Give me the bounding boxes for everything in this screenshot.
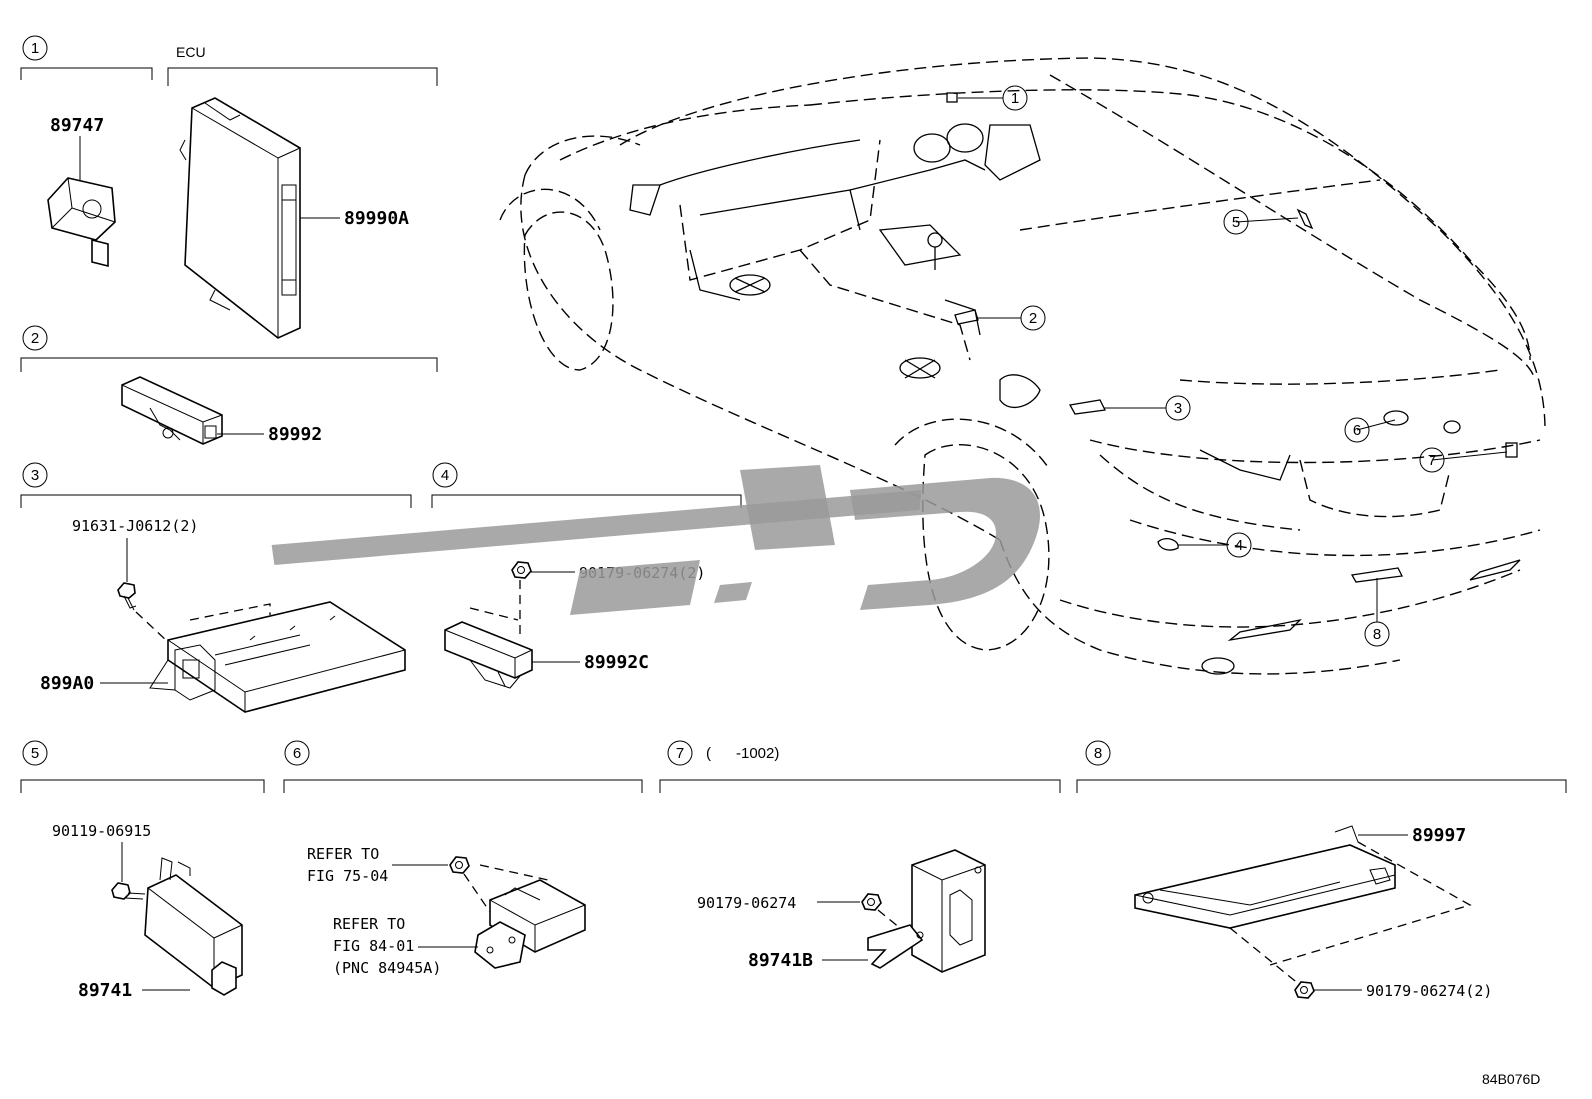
- refer-fig84-line1: REFER TO: [333, 915, 405, 933]
- part-89990A-label: 89990A: [344, 208, 409, 229]
- car-callout-1: 1: [1002, 85, 1028, 111]
- svg-text:1: 1: [1011, 90, 1019, 107]
- part-91631-label: 91631-J0612(2): [72, 517, 198, 535]
- vehicle-illustration: 1 2 3 4 5 6 7 8: [499, 57, 1546, 675]
- section-6-number: 6: [293, 745, 301, 762]
- part-89747-label: 89747: [50, 115, 104, 136]
- part-89992-label: 89992: [268, 424, 322, 445]
- part-90119-label: 90119-06915: [52, 822, 151, 840]
- svg-text:8: 8: [1373, 626, 1381, 643]
- part-89747-sensor: [47, 177, 116, 268]
- section-8-number: 8: [1094, 745, 1102, 762]
- part-899A0-module: [149, 601, 406, 713]
- part-90179-8-label: 90179-06274(2): [1366, 982, 1492, 1000]
- svg-text:2: 2: [1029, 310, 1037, 327]
- svg-text:7: 7: [1428, 452, 1436, 469]
- svg-text:5: 5: [1232, 214, 1240, 231]
- part-89997-label: 89997: [1412, 825, 1466, 846]
- section-5: 5 90119-06915 89741: [20, 740, 265, 1001]
- section-6: 6 REFER TO FIG 75-04 REFER TO FIG 84-01 …: [283, 740, 643, 977]
- section-1-number: 1: [31, 40, 39, 57]
- refer-fig75-line2: FIG 75-04: [307, 867, 388, 885]
- nut-90179-icon: [511, 561, 532, 579]
- bolt-91631-icon: [117, 582, 137, 611]
- section-7-note: ( -1002): [706, 745, 779, 762]
- part-89741-receiver: [144, 857, 243, 996]
- part-89992-antenna: [121, 376, 223, 445]
- refer-fig84-line3: (PNC 84945A): [333, 959, 441, 977]
- part-90179-label: 90179-06274: [697, 894, 796, 912]
- car-callout-3: 3: [1165, 395, 1191, 421]
- section-5-number: 5: [31, 745, 39, 762]
- nut-fig75-icon: [449, 856, 470, 874]
- section-3-number: 3: [31, 467, 39, 484]
- svg-text:6: 6: [1353, 422, 1361, 439]
- section-8: 8 89997 90179-06274(2): [1076, 740, 1567, 1000]
- figure-code: 84B076D: [1482, 1071, 1540, 1087]
- section-ecu: ECU 89990A: [167, 44, 438, 339]
- section-4-number: 4: [441, 467, 449, 484]
- car-callout-2: 2: [1020, 305, 1046, 331]
- section-7: 7 ( -1002) 90179-06274 89741B: [659, 740, 1061, 973]
- svg-text:4: 4: [1235, 537, 1243, 554]
- part-89992C-antenna: [444, 621, 533, 689]
- refer-fig84-line2: FIG 84-01: [333, 937, 414, 955]
- section-3: 3 91631-J0612(2) 899A0: [20, 462, 412, 713]
- nut-90179-8-icon: [1294, 981, 1315, 999]
- part-89992C-label: 89992C: [584, 652, 649, 673]
- part-89741B-label: 89741B: [748, 950, 813, 971]
- car-callout-7: 7: [1419, 447, 1445, 473]
- ecu-label: ECU: [176, 44, 206, 60]
- car-callout-4: 4: [1226, 532, 1252, 558]
- section-2-number: 2: [31, 330, 39, 347]
- part-fig84-unit: [474, 879, 586, 969]
- section-7-number: 7: [676, 745, 684, 762]
- part-89990A-ecu: [179, 97, 301, 339]
- nut-90179-single-icon: [861, 893, 882, 911]
- section-2: 2 89992: [20, 325, 438, 445]
- car-callout-5: 5: [1223, 209, 1249, 235]
- car-callout-6: 6: [1344, 417, 1370, 443]
- part-899A0-label: 899A0: [40, 673, 94, 694]
- section-1: 1 89747: [20, 35, 153, 268]
- car-callout-8: 8: [1364, 621, 1390, 647]
- watermark-logo: [271, 465, 1040, 615]
- svg-text:3: 3: [1174, 400, 1182, 417]
- part-89741B-receiver: [867, 849, 986, 973]
- refer-fig75-line1: REFER TO: [307, 845, 379, 863]
- part-89741-label: 89741: [78, 980, 132, 1001]
- part-89997-antenna: [1134, 825, 1396, 929]
- bolt-90119-icon: [111, 882, 146, 900]
